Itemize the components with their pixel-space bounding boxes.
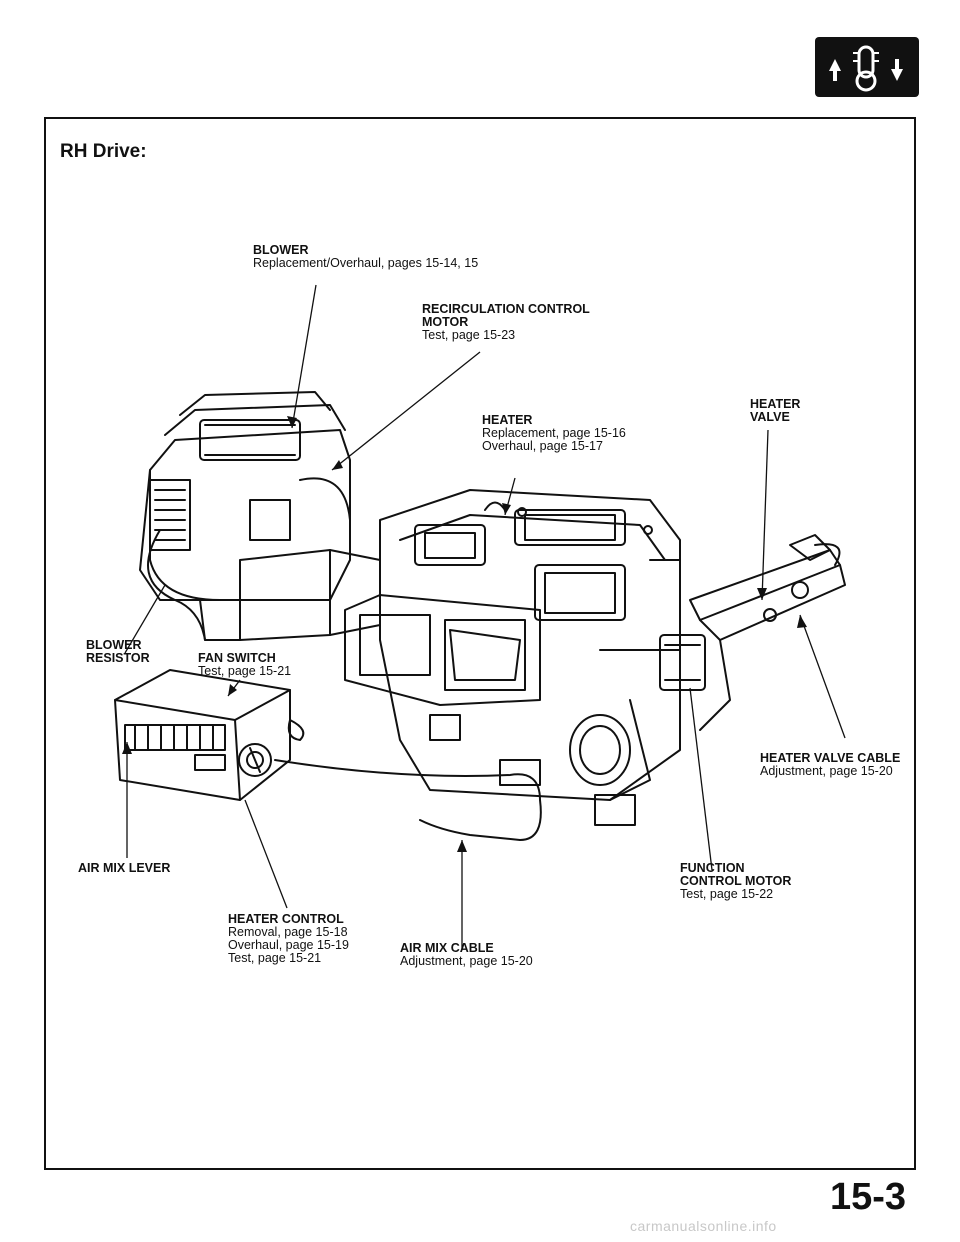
label-air-mix-cable: AIR MIX CABLE bbox=[400, 941, 494, 955]
ref-heater-valve-cable: Adjustment, page 15-20 bbox=[760, 764, 893, 778]
leader-blower bbox=[291, 284, 317, 429]
section-title: RH Drive: bbox=[60, 141, 147, 162]
leader-heater-valve bbox=[761, 429, 769, 601]
heater-thermometer-icon bbox=[815, 37, 919, 97]
page-number: 15-3 bbox=[830, 1176, 907, 1218]
leader-recirc bbox=[331, 351, 481, 471]
callout-blower-resistor: BLOWER RESISTOR bbox=[86, 639, 150, 665]
callout-fan-switch: FAN SWITCH Test, page 15-21 bbox=[198, 652, 291, 678]
blower-housing bbox=[139, 391, 351, 601]
watermark: carmanualsonline.info bbox=[630, 1218, 777, 1234]
ref-air-mix-cable: Adjustment, page 15-20 bbox=[400, 954, 533, 968]
heater-control-panel bbox=[114, 669, 305, 801]
callout-air-mix-lever: AIR MIX LEVER bbox=[78, 862, 170, 875]
ref-blower: Replacement/Overhaul, pages 15-14, 15 bbox=[253, 256, 479, 270]
label-fan-switch: FAN SWITCH bbox=[198, 651, 276, 665]
callout-blower: BLOWER Replacement/Overhaul, pages 15-14… bbox=[253, 244, 478, 270]
label-air-mix-lever: AIR MIX LEVER bbox=[78, 861, 171, 875]
label-heater-valve-cable: HEATER VALVE CABLE bbox=[760, 751, 901, 765]
heater-housing bbox=[344, 489, 681, 826]
ref-function: Test, page 15-22 bbox=[680, 887, 774, 901]
blower-duct bbox=[199, 549, 381, 641]
callout-air-mix-cable: AIR MIX CABLE Adjustment, page 15-20 bbox=[400, 942, 533, 968]
leader-heater-control bbox=[244, 799, 288, 909]
callout-heater: HEATER Replacement, page 15-16 Overhaul,… bbox=[482, 414, 626, 453]
callout-heater-control: HEATER CONTROL Removal, page 15-18 Overh… bbox=[228, 913, 349, 965]
label-heater: HEATER bbox=[482, 413, 533, 427]
heater-valve bbox=[689, 534, 846, 731]
label-function-1: FUNCTION bbox=[680, 861, 745, 875]
label-heater-valve-2: VALVE bbox=[750, 410, 790, 424]
ref-heater-1: Replacement, page 15-16 bbox=[482, 426, 626, 440]
leader-heater-valve-cable bbox=[799, 614, 846, 739]
callout-function-control-motor: FUNCTION CONTROL MOTOR Test, page 15-22 bbox=[680, 862, 791, 901]
callout-recirculation-control-motor: RECIRCULATION CONTROL MOTOR Test, page 1… bbox=[422, 303, 590, 342]
diagram-frame bbox=[44, 117, 916, 1170]
label-blower-resistor-2: RESISTOR bbox=[86, 651, 150, 665]
callout-heater-valve: HEATER VALVE bbox=[750, 398, 800, 424]
leader-function-motor bbox=[689, 687, 713, 871]
resistor-wire bbox=[147, 529, 206, 641]
callout-heater-valve-cable: HEATER VALVE CABLE Adjustment, page 15-2… bbox=[760, 752, 900, 778]
ref-heater-2: Overhaul, page 15-17 bbox=[482, 439, 603, 453]
ref-heater-control-1: Removal, page 15-18 bbox=[228, 925, 348, 939]
air-mix-cable bbox=[274, 759, 542, 841]
leader-blower-resistor bbox=[124, 584, 166, 654]
ref-heater-control-3: Test, page 15-21 bbox=[228, 951, 322, 965]
label-heater-control: HEATER CONTROL bbox=[228, 912, 344, 926]
label-function-2: CONTROL MOTOR bbox=[680, 874, 792, 888]
label-recirc-2: MOTOR bbox=[422, 315, 469, 329]
ref-fan-switch: Test, page 15-21 bbox=[198, 664, 292, 678]
label-blower-resistor-1: BLOWER bbox=[86, 638, 142, 652]
label-blower: BLOWER bbox=[253, 243, 309, 257]
function-control-motor bbox=[659, 634, 706, 691]
label-recirc-1: RECIRCULATION CONTROL bbox=[422, 302, 590, 316]
ref-recirc: Test, page 15-23 bbox=[422, 328, 516, 342]
label-heater-valve-1: HEATER bbox=[750, 397, 801, 411]
ref-heater-control-2: Overhaul, page 15-19 bbox=[228, 938, 349, 952]
